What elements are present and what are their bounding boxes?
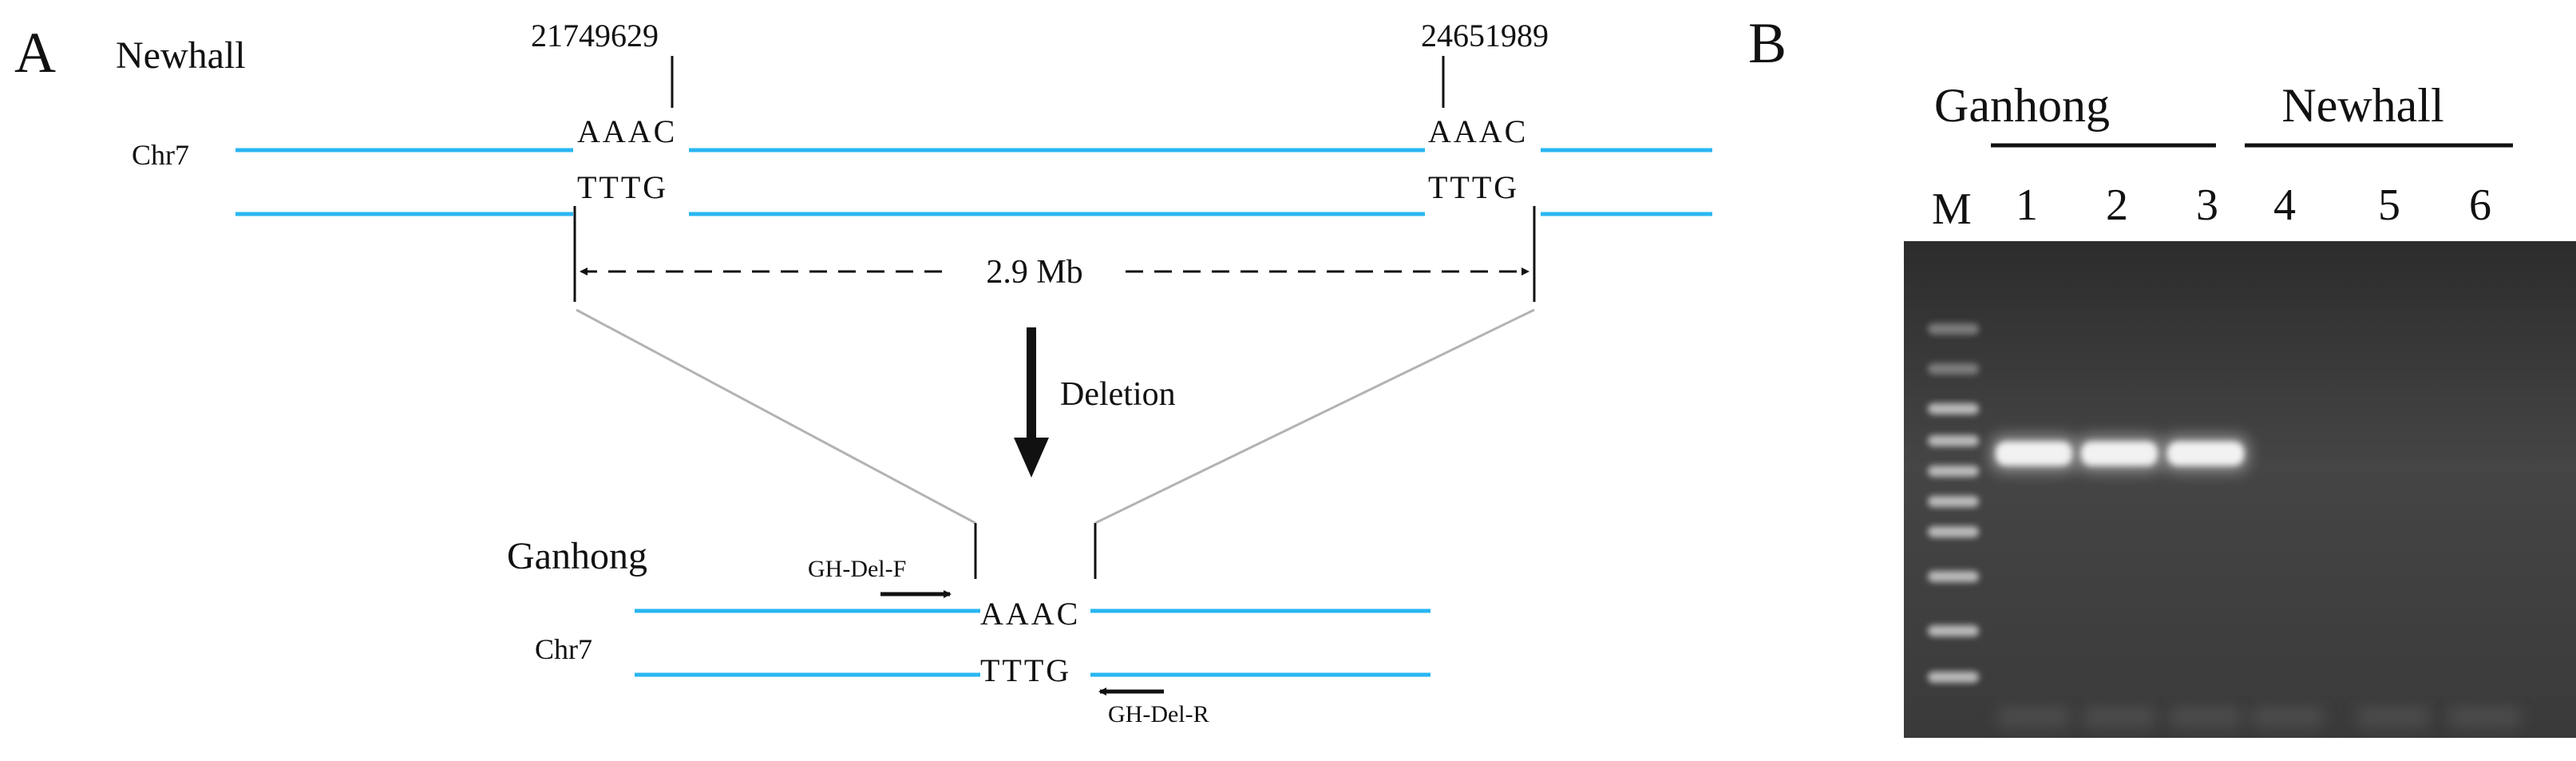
ladder-band	[1928, 672, 1979, 683]
top-cultivar-label: Newhall	[116, 34, 246, 77]
gel-bands	[1991, 435, 2522, 727]
lane-front-smear	[2448, 707, 2522, 727]
panel-b: B Ganhong Newhall M 1 2 3 4 5 6	[1748, 11, 2576, 738]
right-coordinate: 24651989	[1421, 18, 1549, 54]
ladder-band	[1928, 625, 1979, 636]
pcr-band-lane-3	[2167, 442, 2244, 466]
top-chr-label: Chr7	[132, 139, 189, 171]
pcr-band-lane-2	[2081, 442, 2158, 466]
ladder-band	[1928, 403, 1979, 414]
ladder-band	[1928, 435, 1979, 446]
lane-label-5: 5	[2378, 180, 2400, 230]
ladder-band	[1928, 323, 1979, 335]
bottom-cultivar-label: Ganhong	[507, 535, 647, 577]
marker-lane-label: M	[1932, 184, 1972, 234]
lane-label-1: 1	[2016, 180, 2038, 230]
right-seq-bottom: TTTG	[1428, 169, 1519, 205]
right-connector-line	[1094, 308, 1535, 525]
lane-labels: 1 2 3 4 5 6	[2016, 180, 2491, 230]
left-seq-top: AAAC	[577, 113, 677, 149]
gel-image	[1904, 241, 2576, 738]
ladder-band	[1928, 363, 1979, 375]
right-seq-top: AAAC	[1428, 113, 1528, 149]
lane-front-smear	[2083, 707, 2156, 727]
lane-label-6: 6	[2469, 180, 2491, 230]
pcr-band-lane-1	[1996, 442, 2072, 466]
group-label-newhall: Newhall	[2281, 79, 2443, 132]
forward-primer-label: GH-Del-F	[808, 556, 906, 582]
marker-ladder	[1928, 323, 1979, 683]
lane-front-smear	[2356, 707, 2430, 727]
lane-front-smear	[1997, 707, 2071, 727]
panel-a-label: A	[14, 21, 56, 85]
bottom-seq-bottom: TTTG	[980, 652, 1071, 688]
distance-label: 2.9 Mb	[986, 254, 1082, 291]
ladder-band	[1928, 571, 1979, 582]
ladder-band	[1928, 496, 1979, 507]
left-coordinate: 21749629	[531, 18, 659, 54]
panel-a: A Newhall Chr7 21749629 24651989 AAAC TT…	[14, 18, 1712, 727]
lane-label-4: 4	[2273, 180, 2296, 230]
ladder-band	[1928, 466, 1979, 477]
bottom-seq-top: AAAC	[980, 596, 1080, 632]
left-connector-line	[576, 308, 976, 525]
bottom-chr-label: Chr7	[535, 633, 592, 665]
ladder-band	[1928, 526, 1979, 537]
deletion-arrow-shaft	[1027, 327, 1036, 439]
reverse-primer-label: GH-Del-R	[1108, 701, 1209, 727]
lane-front-smear	[2251, 707, 2325, 727]
deletion-arrow-head	[1014, 438, 1049, 478]
left-seq-bottom: TTTG	[577, 169, 668, 205]
lane-label-3: 3	[2196, 180, 2218, 230]
group-label-ganhong: Ganhong	[1934, 79, 2110, 132]
deletion-label: Deletion	[1060, 376, 1176, 413]
panel-b-label: B	[1748, 11, 1787, 75]
lane-label-2: 2	[2106, 180, 2128, 230]
lane-front-smear	[2169, 707, 2242, 727]
